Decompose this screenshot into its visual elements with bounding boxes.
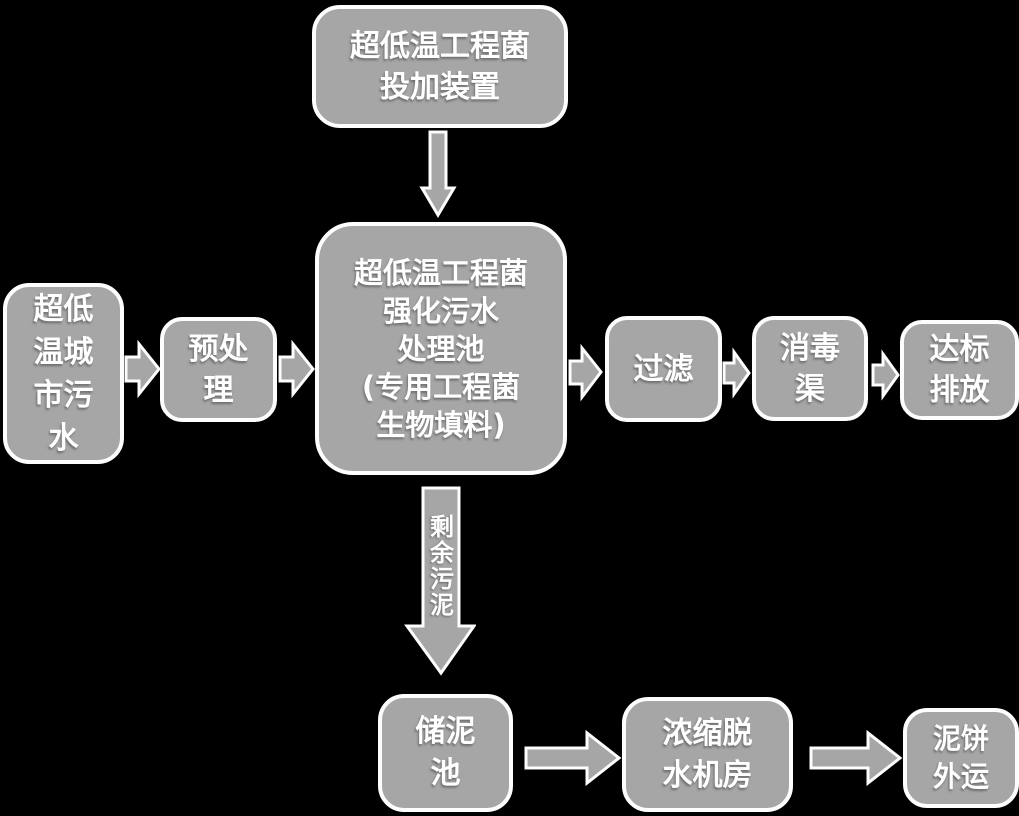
node-line: 达标 xyxy=(929,332,990,367)
node-line: 市污 xyxy=(33,377,94,413)
node-main-tank: 超低温工程菌 强化污水 处理池 (专用工程菌 生物填料) xyxy=(315,222,567,475)
node-line: 水 xyxy=(48,420,79,456)
node-influent: 超低 温城 市污 水 xyxy=(3,283,124,464)
node-line: 水机房 xyxy=(662,757,753,793)
node-line: 泥饼 xyxy=(932,722,989,755)
node-line: 超低 xyxy=(33,291,94,327)
node-line: 过滤 xyxy=(633,351,694,387)
node-line: 处理池 xyxy=(397,331,485,366)
node-line: 浓缩脱 xyxy=(662,715,753,751)
node-line: 强化污水 xyxy=(382,293,499,328)
node-sludge-storage-tank: 储泥 池 xyxy=(378,694,513,812)
excess-sludge-label: 剩余污泥 xyxy=(425,514,454,618)
arrow-right-dewatering-to-cake xyxy=(809,729,903,787)
node-line: 渠 xyxy=(795,371,825,407)
arrow-right-pretreatment-to-main xyxy=(278,339,315,399)
node-line: 理 xyxy=(203,372,234,408)
node-line: 预处 xyxy=(188,331,249,367)
node-filtration: 过滤 xyxy=(605,316,722,422)
node-thickening-dewatering-room: 浓缩脱 水机房 xyxy=(622,697,793,812)
node-line: 温城 xyxy=(33,334,94,370)
node-line: 储泥 xyxy=(415,714,476,749)
arrow-right-filtration-to-disinfection xyxy=(722,347,751,399)
node-pretreatment: 预处 理 xyxy=(160,317,277,422)
down-arrow-icon xyxy=(404,486,476,676)
arrow-right-influent-to-pretreatment xyxy=(124,339,161,399)
node-compliant-discharge: 达标 排放 xyxy=(900,320,1019,420)
node-disinfection-channel: 消毒 渠 xyxy=(752,316,868,421)
node-line: 超低温工程菌 xyxy=(353,255,528,290)
node-line: 池 xyxy=(430,756,461,791)
node-line: 投加装置 xyxy=(380,69,500,105)
node-line: 生物填料) xyxy=(376,407,506,442)
arrow-right-disinfection-to-discharge xyxy=(871,349,900,401)
arrow-down-dosing-to-main xyxy=(419,130,457,218)
node-sludge-cake-transport: 泥饼 外运 xyxy=(903,708,1019,808)
node-line: 超低温工程菌 xyxy=(350,28,530,64)
node-dosing-device: 超低温工程菌 投加装置 xyxy=(312,5,568,128)
arrow-right-sludgetank-to-dewatering xyxy=(524,729,622,787)
arrow-right-main-to-filtration xyxy=(568,343,603,402)
node-line: (专用工程菌 xyxy=(361,369,521,404)
node-line: 外运 xyxy=(932,760,989,793)
arrow-down-excess-sludge: 剩余污泥 xyxy=(404,486,476,676)
node-line: 消毒 xyxy=(780,330,840,366)
node-line: 排放 xyxy=(929,373,990,408)
